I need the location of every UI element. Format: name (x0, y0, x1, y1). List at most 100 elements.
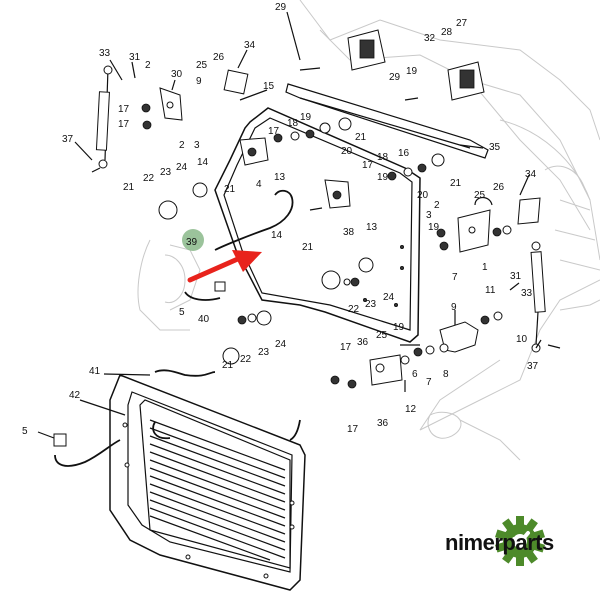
callout-9: 9 (196, 76, 202, 87)
callout-21: 21 (123, 182, 135, 193)
callout-11: 11 (485, 285, 496, 296)
callout-21: 21 (224, 184, 236, 195)
callout-17: 17 (118, 104, 130, 115)
callout-22: 22 (348, 304, 360, 315)
callout-25: 25 (196, 60, 208, 71)
header-bar-35 (285, 83, 489, 159)
upper-window-frame (214, 107, 421, 343)
callout-32: 32 (424, 33, 436, 44)
callout-23: 23 (160, 167, 172, 178)
callout-30: 30 (171, 69, 183, 80)
callout-6: 6 (412, 369, 418, 380)
callout-13: 13 (366, 222, 378, 233)
callout-40: 40 (198, 314, 210, 325)
callout-38: 38 (343, 227, 355, 238)
gear-tooth (516, 516, 524, 526)
callout-29: 29 (275, 2, 287, 13)
callout-24: 24 (383, 292, 395, 303)
gas-strut-left (95, 65, 113, 169)
callout-3: 3 (194, 140, 200, 151)
callout-42: 42 (69, 390, 81, 401)
hinge-bracket-center (239, 137, 351, 209)
callout-17: 17 (118, 119, 130, 130)
red-arrow (187, 250, 262, 283)
callout-27: 27 (456, 18, 468, 29)
callout-21: 21 (450, 178, 462, 189)
callout-23: 23 (365, 299, 377, 310)
callout-5: 5 (22, 426, 28, 437)
callout-18: 18 (377, 152, 389, 163)
callout-14: 14 (271, 230, 283, 241)
washers-row-lower (237, 277, 503, 389)
callout-17: 17 (362, 160, 374, 171)
callout-26: 26 (493, 182, 505, 193)
hinge-bracket-left (159, 69, 249, 121)
callout-39: 39 (186, 237, 198, 248)
callout-2: 2 (434, 200, 440, 211)
callout-2: 2 (179, 140, 185, 151)
callout-17: 17 (347, 424, 359, 435)
upper-hinges-27-28 (347, 29, 485, 101)
callout-2: 2 (145, 60, 151, 71)
callout-29: 29 (389, 72, 401, 83)
callout-16: 16 (398, 148, 410, 159)
callout-19: 19 (377, 172, 389, 183)
bolts (91, 67, 561, 349)
callout-7: 7 (426, 377, 432, 388)
callout-19: 19 (406, 66, 418, 77)
callout-33: 33 (521, 288, 533, 299)
callout-13: 13 (274, 172, 286, 183)
knob-parts (158, 182, 374, 365)
callout-33: 33 (99, 48, 111, 59)
callout-3: 3 (426, 210, 432, 221)
gas-strut-right (530, 241, 546, 353)
callout-37: 37 (62, 134, 74, 145)
callout-9: 9 (451, 302, 457, 313)
leader-lines (37, 11, 542, 439)
callout-21: 21 (355, 132, 367, 143)
callout-7: 7 (452, 272, 458, 283)
callout-22: 22 (143, 173, 155, 184)
washers-row-upper (141, 103, 512, 251)
callout-31: 31 (129, 52, 141, 63)
callout-26: 26 (213, 52, 225, 63)
callout-24: 24 (176, 162, 188, 173)
callout-28: 28 (441, 27, 453, 38)
wire-42 (53, 433, 121, 467)
callout-17: 17 (268, 126, 280, 137)
wiring-harness (184, 189, 294, 301)
callout-15: 15 (263, 81, 275, 92)
callout-14: 14 (197, 157, 209, 168)
callout-36: 36 (377, 418, 389, 429)
callout-4: 4 (256, 179, 262, 190)
callout-labels: 29 33 31 2 30 26 34 25 9 17 17 15 2 3 37… (22, 2, 539, 437)
callout-17: 17 (340, 342, 352, 353)
callout-25: 25 (376, 330, 388, 341)
callout-12: 12 (405, 404, 417, 415)
callout-25: 25 (474, 190, 486, 201)
callout-34: 34 (525, 169, 537, 180)
callout-1: 1 (482, 262, 488, 273)
callout-8: 8 (443, 369, 449, 380)
lower-latch-assembly (369, 321, 479, 386)
brand-wordmark: nimerparts (445, 530, 554, 555)
defrost-grid-lines (149, 419, 286, 561)
callout-18: 18 (287, 118, 299, 129)
highlight-circle-39 (182, 229, 204, 251)
gear-tooth (516, 556, 524, 566)
callout-34: 34 (244, 40, 256, 51)
callout-31: 31 (510, 271, 522, 282)
callout-20: 20 (417, 190, 429, 201)
lower-rear-window (109, 369, 306, 591)
callout-19: 19 (428, 222, 440, 233)
callout-21: 21 (222, 360, 234, 371)
callout-36: 36 (357, 337, 369, 348)
callout-23: 23 (258, 347, 270, 358)
callout-41: 41 (89, 366, 101, 377)
callout-5: 5 (179, 307, 185, 318)
right-hinge-bracket (457, 196, 541, 253)
callout-37: 37 (527, 361, 539, 372)
callout-21: 21 (302, 242, 314, 253)
callout-22: 22 (240, 354, 252, 365)
